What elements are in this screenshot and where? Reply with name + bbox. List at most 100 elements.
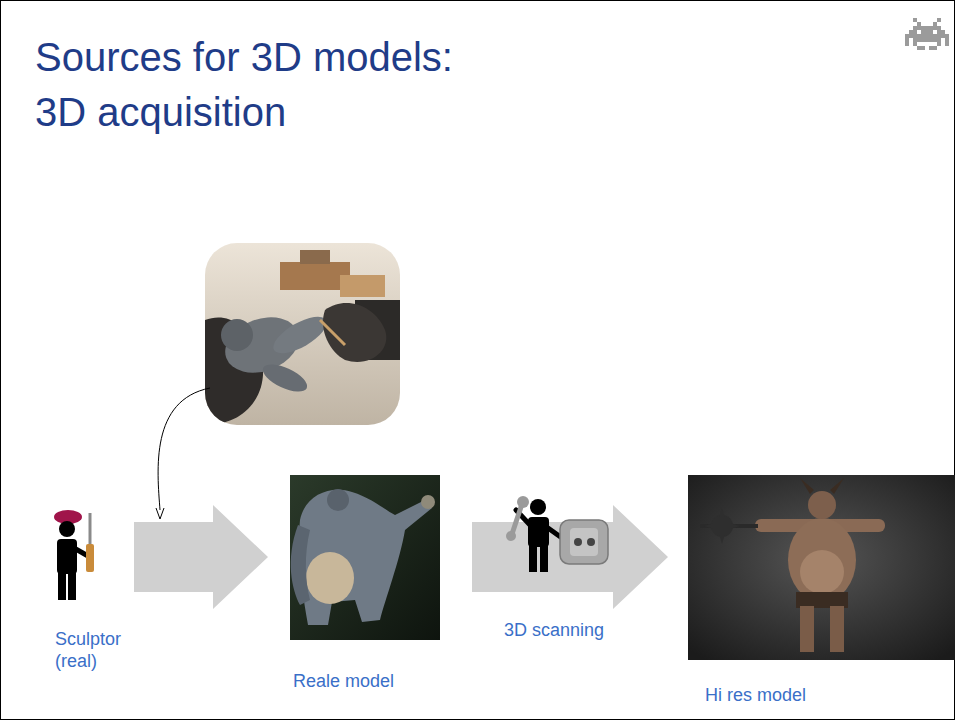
scanning-person-figure-part — [560, 520, 608, 564]
space-invader-icon-part — [933, 26, 937, 30]
scanning-person-figure-part — [570, 528, 598, 556]
space-invader-icon-part — [933, 34, 937, 38]
sculpting-photo-part — [320, 320, 345, 345]
process-arrow — [134, 505, 268, 609]
real-model-photo-part — [306, 552, 354, 604]
scanning-person-figure-part — [530, 499, 546, 515]
space-invader-icon-part — [913, 30, 917, 34]
sculpting-photo-part — [300, 250, 330, 264]
sculptor-figure-part — [68, 572, 76, 600]
sculpting-photo-part — [205, 243, 400, 425]
hi-res-render-part — [800, 606, 814, 652]
sculpting-photo — [205, 243, 400, 425]
node-label: Sculptor (real) — [55, 628, 134, 672]
real-model-photo-part — [299, 490, 432, 625]
scanning-person-figure-part — [517, 496, 529, 508]
edge-label: 3D scanning — [502, 619, 606, 641]
space-invader-icon-part — [933, 22, 937, 26]
space-invader-icon-part — [945, 38, 949, 42]
space-invader-icon-part — [937, 38, 941, 42]
space-invader-icon-part — [925, 38, 929, 42]
space-invader-icon-part — [913, 26, 917, 30]
space-invader-icon-part — [917, 34, 921, 38]
hi-res-render-part — [800, 478, 844, 494]
space-invader-icon-part — [929, 46, 933, 50]
space-invader-icon-part — [937, 30, 941, 34]
real-model-photo-part — [291, 525, 310, 605]
space-invader-icon — [905, 18, 949, 50]
space-invader-icon-part — [929, 34, 933, 38]
real-model-photo — [290, 475, 440, 640]
sculptor-figure-part — [57, 539, 77, 574]
space-invader-icon-part — [937, 34, 941, 38]
space-invader-icon-part — [933, 46, 937, 50]
sculpting-photo-part — [221, 319, 253, 351]
sculptor-figure-part — [74, 548, 88, 556]
space-invader-icon-part — [933, 38, 937, 42]
hi-res-render-part — [808, 491, 836, 519]
sculpting-photo-part — [340, 275, 385, 297]
scanning-person-figure-part — [506, 531, 516, 541]
space-invader-icon-part — [937, 18, 941, 22]
space-invader-icon-part — [913, 38, 917, 42]
space-invader-icon-part — [921, 26, 925, 30]
space-invader-icon-part — [925, 34, 929, 38]
sculptor-figure-part — [58, 572, 66, 600]
leader-line-part — [156, 508, 164, 519]
space-invader-icon-part — [945, 42, 949, 46]
space-invader-icon-part — [929, 30, 933, 34]
leader-line — [156, 388, 210, 519]
space-invader-icon-part — [929, 26, 933, 30]
space-invader-icon-part — [929, 38, 933, 42]
space-invader-icon-part — [917, 46, 921, 50]
space-invader-icon-part — [905, 38, 909, 42]
hi-res-render — [688, 475, 955, 660]
space-invader-icon-part — [937, 26, 941, 30]
model-node: Reale model — [268, 470, 472, 698]
process-arrow — [472, 505, 668, 609]
sculptor-figure-part — [86, 544, 94, 572]
hi-res-render-part — [711, 515, 733, 537]
hi-res-render-part — [788, 518, 856, 602]
space-invader-icon-part — [941, 34, 945, 38]
sculptor-figure-part — [89, 513, 92, 545]
space-invader-icon-part — [909, 34, 913, 38]
real-model-photo-part — [290, 475, 440, 640]
scanning-person-figure — [506, 496, 608, 572]
hi-res-render-part — [688, 475, 955, 660]
sculptor-figure-part — [59, 521, 75, 537]
leader-line-part — [158, 388, 210, 510]
space-invader-icon-part — [921, 34, 925, 38]
real-model-photo-part — [327, 489, 349, 511]
space-invader-icon-part — [905, 42, 909, 46]
sculptor-figure — [54, 510, 94, 600]
scanning-person-figure-part — [540, 545, 548, 572]
space-invader-icon-part — [925, 30, 929, 34]
space-invader-icon-part — [937, 42, 941, 46]
sculpting-photo-part — [268, 310, 332, 361]
space-invader-icon-part — [917, 38, 921, 42]
slide-title: Sources for 3D models: 3D acquisition — [35, 30, 480, 140]
sculpting-photo-part — [259, 359, 311, 397]
model-node: Sculptor (real) — [40, 500, 134, 678]
node-label: Reale model — [293, 670, 472, 692]
hi-res-render-part — [796, 592, 848, 608]
model-node: Hi res model — [668, 470, 955, 712]
space-invader-icon-part — [921, 30, 925, 34]
hi-res-render-part — [830, 606, 844, 652]
space-invader-icon-part — [921, 38, 925, 42]
real-model-photo-part — [421, 495, 435, 509]
space-invader-icon-part — [909, 30, 913, 34]
space-invader-icon-part — [945, 34, 949, 38]
space-invader-icon-part — [913, 42, 917, 46]
space-invader-icon-part — [917, 26, 921, 30]
space-invader-icon-part — [905, 34, 909, 38]
space-invader-icon-part — [913, 18, 917, 22]
space-invader-icon-part — [925, 26, 929, 30]
hi-res-render-part — [704, 508, 740, 544]
space-invader-icon-part — [941, 30, 945, 34]
space-invader-icon-part — [917, 22, 921, 26]
hi-res-render-part — [800, 550, 844, 594]
scanning-person-figure-part — [528, 517, 549, 547]
